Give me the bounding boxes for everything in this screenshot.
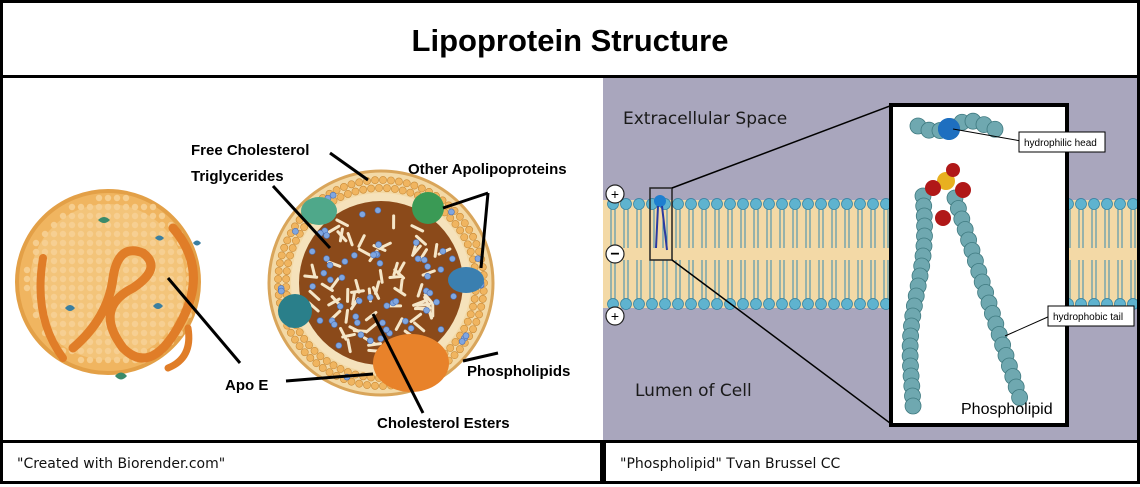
leader-lines — [166, 151, 499, 414]
label-extracellular-space: Extracellular Space — [623, 109, 787, 129]
right-panel: + − + Extracellular Space Lumen of Cell … — [603, 75, 1140, 443]
highlight-head — [654, 195, 666, 207]
hydrophilic-head-callout — [1018, 131, 1106, 153]
credit-right-box: "Phospholipid" Tvan Brussel CC — [603, 440, 1140, 484]
label-free-cholesterol: Free Cholesterol — [191, 142, 309, 159]
label-apo-e: Apo E — [225, 377, 268, 394]
label-hydrophilic-head: hydrophilic head — [1024, 138, 1097, 149]
lipoprotein-surface-illustration — [15, 189, 201, 380]
left-panel: Free Cholesterol Triglycerides Other Apo… — [0, 75, 603, 443]
page-title: Lipoprotein Structure — [411, 23, 729, 58]
svg-text:+: + — [611, 308, 619, 324]
charge-plus-bottom: + — [605, 306, 625, 326]
credit-biorender: "Created with Biorender.com" — [17, 456, 226, 472]
phospholipid-head-atom — [938, 118, 960, 140]
svg-text:+: + — [611, 186, 619, 202]
charge-plus-top: + — [605, 184, 625, 204]
label-phospholipids: Phospholipids — [467, 363, 570, 380]
label-phospholipid: Phospholipid — [961, 401, 1053, 418]
lipoprotein-diagram: Free Cholesterol Triglycerides Other Apo… — [15, 142, 570, 432]
label-hydrophobic-tail: hydrophobic tail — [1053, 312, 1123, 323]
charge-minus: − — [605, 244, 625, 264]
label-other-apolipoproteins: Other Apolipoproteins — [408, 161, 567, 178]
label-cholesterol-esters: Cholesterol Esters — [377, 415, 510, 432]
phospholipid-zoom-inset: hydrophilic head hydrophobic tail Phosph… — [889, 103, 1135, 427]
credit-phospholipid: "Phospholipid" Tvan Brussel CC — [620, 456, 841, 472]
phospholipid-tails — [901, 112, 1029, 415]
highlight-box — [649, 187, 673, 261]
label-triglycerides: Triglycerides — [191, 168, 284, 185]
svg-text:−: − — [610, 246, 619, 263]
membrane-diagram: + − + Extracellular Space Lumen of Cell … — [603, 103, 1139, 427]
credit-left-box: "Created with Biorender.com" — [0, 440, 603, 484]
title-box: Lipoprotein Structure — [0, 0, 1140, 78]
lipoprotein-cross-section — [267, 169, 495, 397]
label-lumen-of-cell: Lumen of Cell — [635, 381, 752, 401]
hydrophobic-tail-callout — [1047, 305, 1135, 327]
